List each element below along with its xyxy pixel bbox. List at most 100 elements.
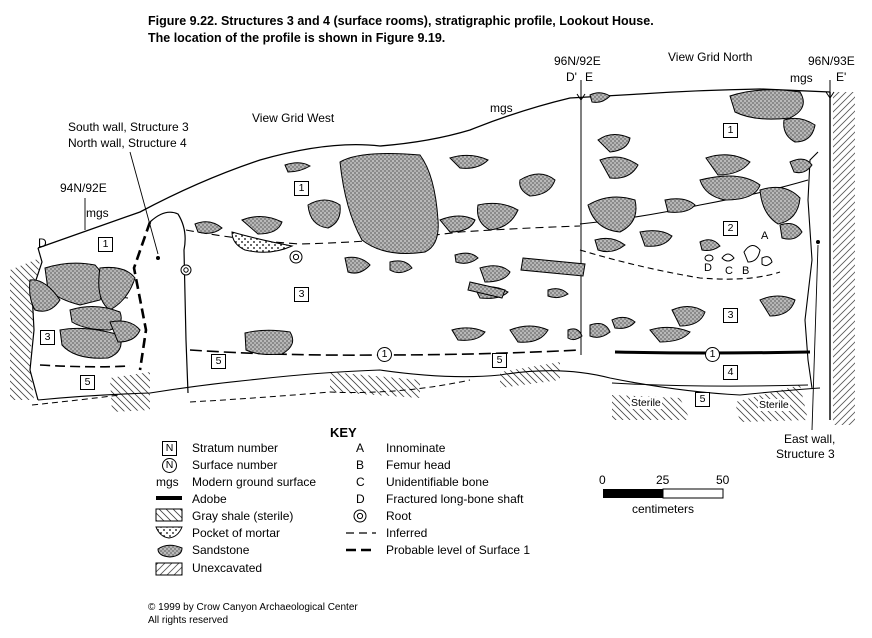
sandstone-e17	[759, 295, 796, 317]
wall-note-line2: North wall, Structure 4	[68, 136, 187, 150]
profile-point-d-prime: D'	[566, 70, 577, 84]
bone-label-b: B	[742, 265, 750, 277]
key-unexcavated-label: Unexcavated	[192, 561, 263, 575]
sandstone-e19	[779, 223, 803, 240]
wall-column	[149, 211, 189, 394]
key-mgs-label: Modern ground surface	[192, 475, 317, 489]
shale-bottom-left	[110, 372, 150, 412]
leader-dot-east	[816, 240, 820, 244]
ground-surface-line	[37, 88, 831, 249]
figure-subtitle: The location of the profile is shown in …	[148, 31, 446, 45]
profile-point-e-prime: E'	[836, 70, 847, 84]
sandstone-e3	[587, 196, 637, 233]
surface-1-east-marker: 1	[705, 347, 720, 362]
stratum-5-east: 5	[695, 392, 710, 407]
surface-1-west-marker: 1	[377, 347, 392, 362]
sandstone-w10	[389, 260, 413, 274]
profile-point-d: D	[38, 236, 47, 250]
sterile-label-1: Sterile	[630, 397, 662, 409]
view-grid-west: View Grid West	[252, 111, 335, 125]
bone-label-a: A	[761, 230, 769, 242]
shale-bottom-mid	[330, 372, 420, 398]
mgs-label-east: mgs	[790, 71, 813, 85]
scale-bar-black	[603, 489, 663, 498]
east-wall-label-line1: East wall,	[784, 432, 836, 446]
sandstone-w11	[454, 252, 479, 264]
scale-unit: centimeters	[632, 502, 695, 516]
scale-tick-0: 0	[599, 473, 606, 487]
sandstone-e12	[699, 239, 721, 251]
key-unexcavated-swatch	[155, 562, 183, 576]
bone-d	[704, 254, 714, 262]
sandstone-e6	[664, 198, 696, 213]
mortar-pocket	[231, 231, 294, 253]
bone-b	[761, 256, 773, 267]
sandstone-e8	[705, 154, 751, 176]
grid-label-96n92e: 96N/92E	[554, 54, 601, 68]
copyright-line2: All rights reserved	[148, 615, 229, 626]
scale-tick-25: 25	[656, 473, 670, 487]
figure-title: Figure 9.22. Structures 3 and 4 (surface…	[148, 14, 654, 28]
scale-tick-50: 50	[716, 473, 730, 487]
shale-bottom-mid2	[500, 362, 560, 388]
leader-east-wall	[811, 244, 819, 431]
stratum-4-east: 4	[723, 365, 738, 380]
root-symbol-2	[289, 250, 303, 264]
leader-wall-note	[129, 151, 159, 255]
leader-dot-wall	[156, 256, 160, 260]
key-femur-symbol: B	[356, 458, 365, 472]
sterile-label-2: Sterile	[758, 399, 790, 411]
grid-label-94n92e: 94N/92E	[60, 181, 107, 195]
key-probable-label: Probable level of Surface 1	[386, 543, 531, 557]
stratum-3-west: 3	[40, 330, 55, 345]
root-symbol-1	[180, 264, 192, 276]
sandstone-w3	[194, 221, 223, 234]
stratum-3-east: 3	[723, 308, 738, 323]
sandstone-e13	[671, 306, 706, 327]
key-shale-swatch	[155, 508, 183, 522]
contact-4-5	[611, 382, 809, 387]
sandstone-e20	[589, 323, 611, 338]
key-stratum-label: Stratum number	[192, 441, 279, 455]
key-mortar-swatch	[155, 526, 183, 539]
sandstone-w9	[344, 256, 371, 274]
sandstone-w15	[509, 325, 549, 343]
key-mgs-symbol: mgs	[156, 475, 179, 489]
key-innominate-label: Innominate	[386, 441, 446, 455]
sandstone-l3	[98, 267, 136, 311]
unexcavated-east	[833, 92, 855, 425]
key-mortar-label: Pocket of mortar	[192, 526, 281, 540]
sandstone-e5	[594, 237, 626, 253]
stratum-5-middle: 5	[492, 353, 507, 368]
stratum-1-east: 1	[723, 123, 738, 138]
stratum-5-west: 5	[80, 375, 95, 390]
sandstone-w2	[241, 216, 283, 235]
sandstone-w5	[449, 154, 489, 169]
sandstone-l6	[109, 320, 141, 343]
scale-bar-white	[662, 488, 724, 499]
sandstone-e18	[789, 158, 813, 174]
key-unident-label: Unidentifiable bone	[386, 475, 489, 489]
sandstone-e10	[783, 117, 816, 143]
sandstone-wall-base	[244, 329, 294, 355]
sandstone-e14	[649, 326, 691, 343]
sandstone-l5	[59, 327, 122, 359]
bone-c	[721, 253, 735, 262]
sandstone-w8	[439, 215, 476, 233]
sandstone-slab-2	[467, 281, 506, 299]
key-root-label: Root	[386, 509, 412, 523]
sandstone-w4	[284, 162, 311, 173]
sandstone-slab-1	[520, 257, 586, 277]
wall-note-line1: South wall, Structure 3	[68, 120, 189, 134]
mgs-label-middle: mgs	[490, 101, 513, 115]
bone-label-d: D	[704, 262, 712, 274]
key-inferred-label: Inferred	[386, 526, 428, 540]
contact-2-3-east	[579, 249, 781, 280]
key-shale-label: Gray shale (sterile)	[192, 509, 294, 523]
sandstone-w16	[547, 288, 569, 299]
sandstone-e11	[759, 186, 801, 225]
sandstone-e1	[597, 134, 631, 153]
key-root-symbol	[353, 509, 367, 523]
sandstone-l2	[29, 279, 61, 312]
sandstone-e16	[589, 92, 611, 103]
